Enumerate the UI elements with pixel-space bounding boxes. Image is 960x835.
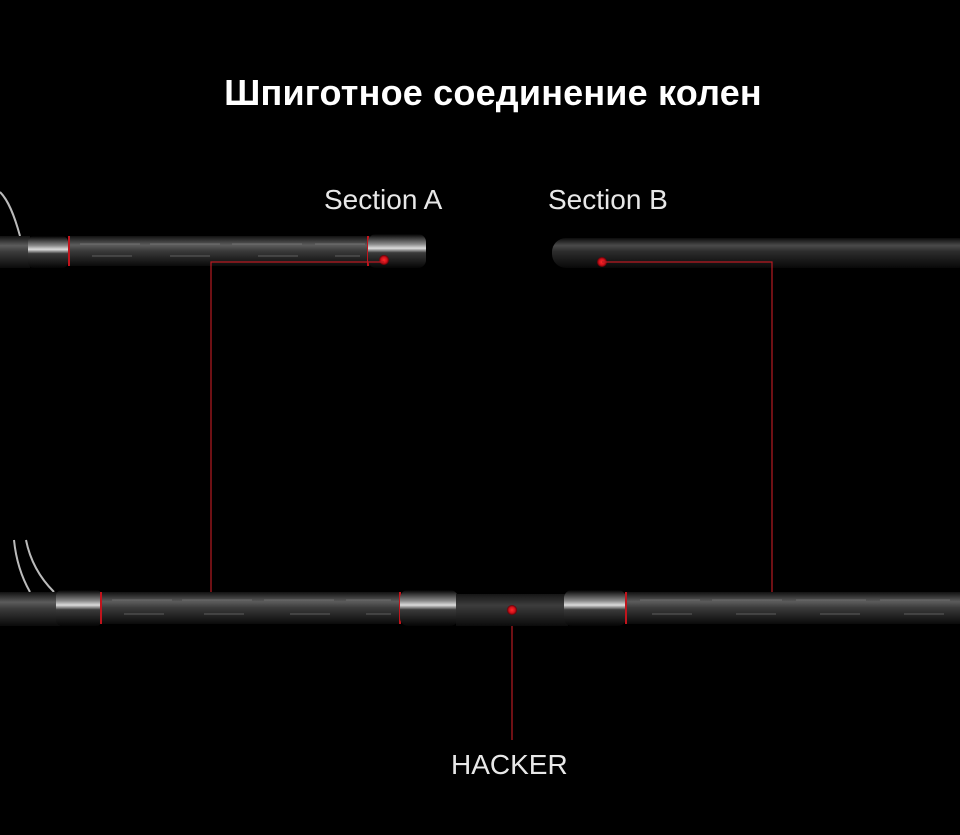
page-title: Шпиготное соединение колен xyxy=(224,72,762,113)
section-a-label: Section A xyxy=(324,184,443,215)
section-b-blank xyxy=(552,238,960,268)
rod-gloss-collar xyxy=(56,590,102,626)
carbon-pattern xyxy=(112,599,391,615)
guide-ring-icon xyxy=(0,191,21,237)
rod-wrap xyxy=(0,592,60,626)
rod-ferrule-left xyxy=(400,590,458,626)
carbon-pattern xyxy=(640,599,950,615)
hacker-label: HACKER xyxy=(451,749,568,780)
section-a-rod xyxy=(0,191,426,268)
marker-dot xyxy=(379,255,389,265)
guide-ring-icon xyxy=(13,539,55,593)
carbon-pattern xyxy=(80,243,365,257)
leader-lines xyxy=(210,261,773,740)
rod-carbon-wrap xyxy=(68,236,370,266)
rod-carbon-wrap xyxy=(102,592,400,624)
section-b-label: Section B xyxy=(548,184,668,215)
marker-dot xyxy=(507,605,517,615)
rod-ferrule-right xyxy=(564,590,626,626)
assembled-rod xyxy=(0,539,960,626)
rod-gloss-collar xyxy=(28,236,68,268)
rod-wrap xyxy=(0,236,30,268)
blank-tube xyxy=(552,238,960,268)
rod-tip-ferrule xyxy=(368,234,426,268)
rod-carbon-wrap xyxy=(626,592,960,624)
